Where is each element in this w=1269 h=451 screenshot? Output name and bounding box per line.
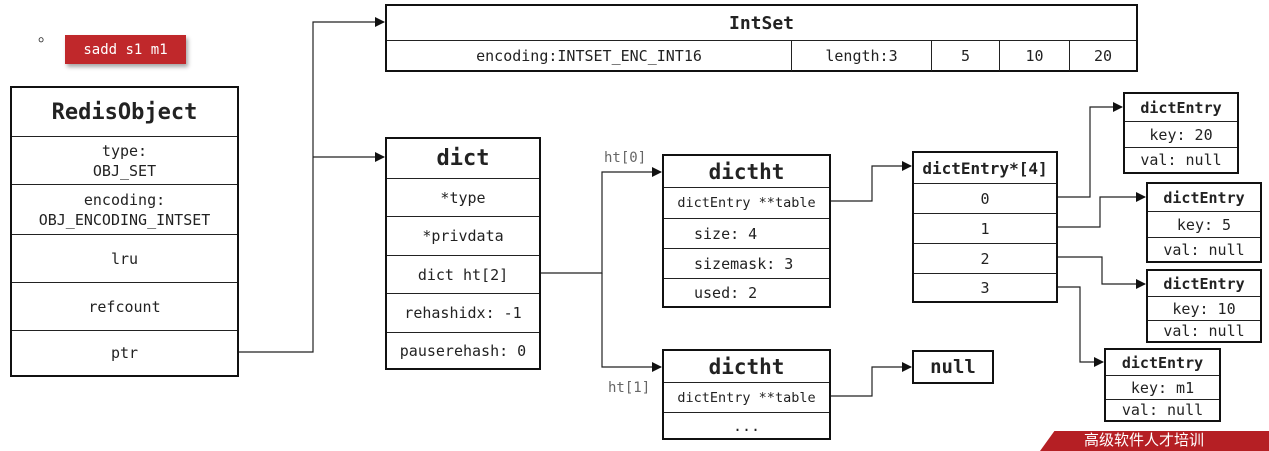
null-label: null (930, 356, 976, 378)
intset-value: 10 (1000, 41, 1070, 71)
bullet-mark: 。 (38, 26, 55, 45)
dict-field: rehashidx: -1 (387, 293, 539, 332)
array-slot: 3 (914, 273, 1056, 301)
dict-field: *type (387, 178, 539, 216)
dict-entry-title: dictEntry (1163, 188, 1245, 207)
intset-value: 20 (1093, 47, 1113, 65)
array-slot: 0 (914, 183, 1056, 213)
dict-title: dict (436, 146, 490, 171)
dictht0-field: sizemask: 3 (664, 248, 829, 278)
command-label: sadd s1 m1 (65, 35, 186, 64)
ht1-label: ht[1] (608, 380, 651, 396)
dict-box: dict *type *privdata dict ht[2] rehashid… (385, 137, 541, 370)
intset-length: length:3 (792, 41, 932, 71)
dict-entry-title: dictEntry (1163, 274, 1245, 293)
ht-to-dictht0-arrow (540, 167, 662, 274)
dict-entry-array-title: dictEntry*[4] (922, 158, 1048, 178)
footer-banner: 高级软件人才培训 (1040, 431, 1269, 451)
intset-encoding: encoding:INTSET_ENC_INT16 (387, 41, 792, 71)
redis-object-encoding: encoding: OBJ_ENCODING_INTSET (12, 184, 237, 234)
intset-row: encoding:INTSET_ENC_INT16 length:3 5 10 … (387, 40, 1136, 71)
redis-object-lru: lru (12, 234, 237, 282)
dictht0-table-field: dictEntry **table (664, 187, 829, 218)
ht0-label: ht[0] (604, 150, 647, 166)
dict-entry-box: dictEntry key: 10 val: null (1146, 269, 1262, 343)
redis-object-type: type: OBJ_SET (12, 136, 237, 184)
dict-entry-key: key: 10 (1148, 296, 1260, 320)
array-slot: 1 (914, 213, 1056, 243)
intset-value: 5 (932, 41, 1000, 71)
dict-entry-box: dictEntry key: m1 val: null (1104, 348, 1221, 422)
redis-object-ptr: ptr (12, 330, 237, 375)
dict-entry-title: dictEntry (1121, 353, 1204, 372)
slot0-arrow (1057, 102, 1123, 198)
slot1-arrow (1057, 192, 1146, 228)
dictht0-title: dictht (708, 159, 785, 184)
dict-field: pauserehash: 0 (387, 332, 539, 368)
dictht0-field: used: 2 (664, 278, 829, 306)
dictht1-table-field: dictEntry **table (664, 382, 829, 412)
dict-entry-array-box: dictEntry*[4] 0 1 2 3 (912, 151, 1058, 303)
dict-entry-val: val: null (1125, 147, 1237, 172)
dict-entry-key: key: 20 (1125, 121, 1237, 147)
dict-field: dict ht[2] (387, 255, 539, 293)
dict-entry-key: key: 5 (1148, 211, 1260, 237)
slot3-arrow (1057, 286, 1104, 367)
dict-entry-val: val: null (1106, 399, 1219, 420)
dictht1-ellipsis: ... (664, 412, 829, 438)
dict-entry-box: dictEntry key: 5 val: null (1146, 182, 1262, 263)
dict-entry-val: val: null (1148, 237, 1260, 261)
dictht1-title: dictht (708, 354, 785, 379)
table-to-array-arrow (830, 161, 912, 202)
dictht0-field: size: 4 (664, 218, 829, 248)
dict-entry-title: dictEntry (1140, 98, 1222, 117)
table-to-null-arrow (830, 362, 912, 397)
redis-object-title: RedisObject (51, 99, 198, 125)
dictht1-box: dictht dictEntry **table ... (662, 349, 831, 440)
intset-title: IntSet (728, 12, 795, 34)
ht-to-dictht1-arrow (601, 273, 662, 372)
array-slot: 2 (914, 243, 1056, 273)
dict-entry-val: val: null (1148, 320, 1260, 341)
dict-entry-box: dictEntry key: 20 val: null (1123, 92, 1239, 174)
ptr-to-intset-arrow (239, 17, 385, 353)
dictht0-box: dictht dictEntry **table size: 4 sizemas… (662, 154, 831, 308)
dict-entry-key: key: m1 (1106, 375, 1219, 399)
intset-box: IntSet encoding:INTSET_ENC_INT16 length:… (385, 4, 1138, 72)
dict-field: *privdata (387, 216, 539, 255)
redis-object-box: RedisObject type: OBJ_SET encoding: OBJ_… (10, 86, 239, 377)
slot2-arrow (1057, 256, 1146, 289)
null-box: null (912, 350, 994, 384)
redis-object-refcount: refcount (12, 282, 237, 330)
